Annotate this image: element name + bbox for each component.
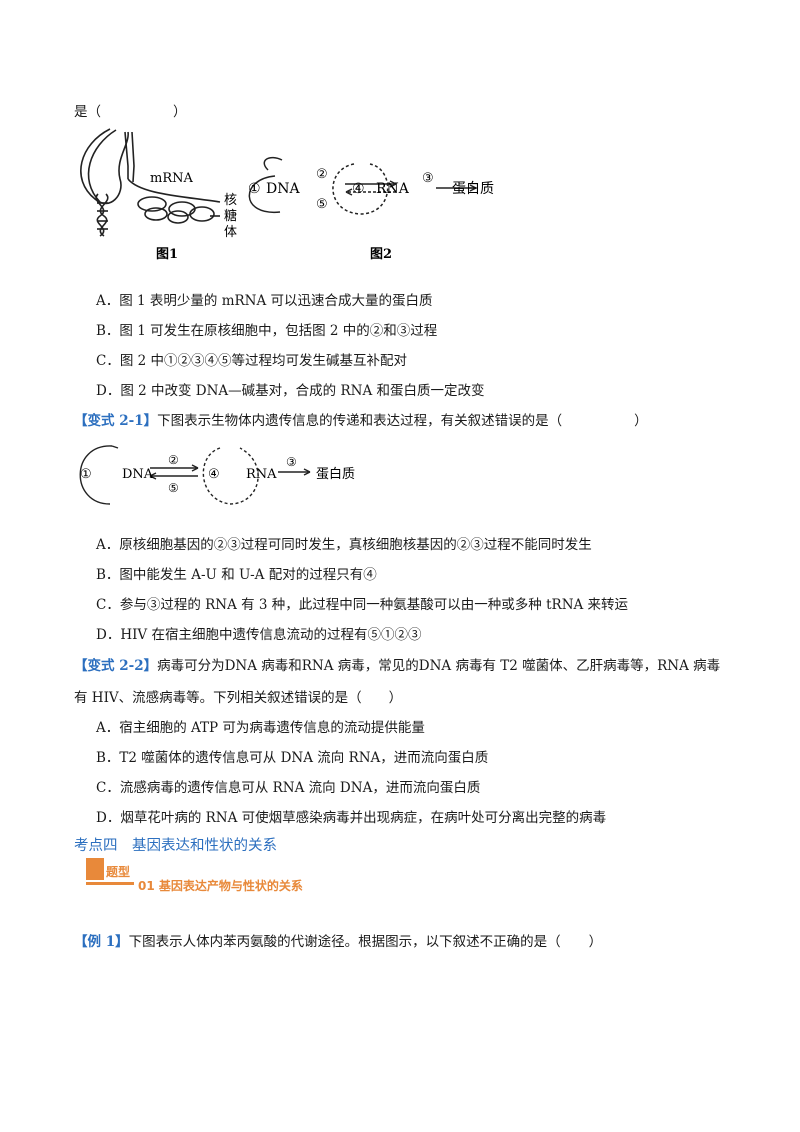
example-1-close: ） — [588, 934, 603, 950]
fig2-node2: ② — [316, 167, 328, 182]
q2-option-a: A．原核细胞基因的②③过程可同时发生，真核细胞核基因的②③过程不能同时发生 — [96, 537, 592, 553]
q1-option-b: B．图 1 可发生在原核细胞中，包括图 2 中的②和③过程 — [96, 323, 438, 339]
ribosome-label-2: 糖 — [224, 208, 237, 224]
fig2-caption: 图2 — [370, 247, 392, 262]
q3-option-a: A．宿主细胞的 ATP 可为病毒遗传信息的流动提供能量 — [96, 720, 425, 736]
q2-option-d: D．HIV 在宿主细胞中遗传信息流动的过程有⑤①②③ — [96, 627, 422, 643]
fig2-dna: DNA — [266, 181, 300, 197]
example-1-stem: 【例 1】下图表示人体内苯丙氨酸的代谢途径。根据图示，以下叙述不正确的是（ ） — [74, 930, 602, 950]
fig2-node3: ③ — [422, 171, 434, 186]
fig-mid-node2: ② — [168, 453, 179, 467]
topic-badge-label: 题型 — [106, 865, 131, 879]
variant-2-2-stem-line1: 【变式 2-2】病毒可分为DNA 病毒和RNA 病毒，常见的DNA 病毒有 T2… — [74, 654, 720, 674]
question-tail-close: ） — [173, 104, 187, 120]
q2-option-b: B．图中能发生 A-U 和 U-A 配对的过程只有④ — [96, 567, 377, 583]
variant-2-1-stem: 【变式 2-1】下图表示生物体内遗传信息的传递和表达过程，有关叙述错误的是（ ） — [74, 409, 648, 429]
section-heading: 考点四 基因表达和性状的关系 — [74, 838, 277, 854]
fig-mid-node4: ④ — [208, 467, 220, 482]
fig2-node1: ① — [248, 181, 261, 197]
ribosome-label-1: 核 — [224, 193, 237, 208]
question-tail: 是（ ） — [74, 100, 187, 120]
fig2-drawing — [248, 156, 477, 215]
topic-badge-underline — [86, 882, 134, 885]
example-1-tag: 【例 1】 — [74, 934, 129, 950]
ribosome-label-3: 体 — [224, 225, 237, 240]
fig1-caption: 图1 — [156, 247, 178, 262]
q1-option-a: A．图 1 表明少量的 mRNA 可以迅速合成大量的蛋白质 — [96, 293, 433, 309]
fig-mid-node1: ① — [80, 467, 92, 482]
q1-option-d: D．图 2 中改变 DNA—碱基对，合成的 RNA 和蛋白质一定改变 — [96, 383, 485, 399]
fig2-node5: ⑤ — [316, 197, 328, 212]
variant-2-1-tag: 【变式 2-1】 — [74, 413, 158, 429]
fig-mid-rna: RNA — [246, 467, 277, 482]
topic-badge-block — [86, 858, 104, 880]
q3-option-b: B．T2 噬菌体的遗传信息可从 DNA 流向 RNA，进而流向蛋白质 — [96, 750, 489, 766]
q3-option-c: C．流感病毒的遗传信息可从 RNA 流向 DNA，进而流向蛋白质 — [96, 780, 481, 796]
figure-top: mRNA 核 糖 体 图1 ① DNA ② ⑤ ④ RNA ③ 蛋白质 图2 — [80, 128, 494, 262]
question-tail-text: 是（ — [74, 104, 101, 120]
variant-2-2-stem-line2: 有 HIV、流感病毒等。下列相关叙述错误的是（ ） — [74, 690, 403, 706]
example-1-text: 下图表示人体内苯丙氨酸的代谢途径。根据图示，以下叙述不正确的是（ — [128, 934, 561, 950]
variant-2-1-text: 下图表示生物体内遗传信息的传递和表达过程，有关叙述错误的是（ — [157, 413, 563, 429]
q3-option-d: D．烟草花叶病的 RNA 可使烟草感染病毒并出现病症，在病叶处可分离出完整的病毒 — [96, 810, 607, 826]
fig2-rna: RNA — [376, 181, 410, 197]
q1-option-c: C．图 2 中①②③④⑤等过程均可发生碱基互补配对 — [96, 353, 408, 369]
fig-mid-drawing — [79, 445, 311, 505]
fig-mid-node5: ⑤ — [168, 481, 179, 495]
mrna-label: mRNA — [150, 171, 193, 186]
fig2-protein: 蛋白质 — [452, 181, 494, 197]
fig-mid-protein: 蛋白质 — [316, 466, 355, 482]
fig1-drawing — [80, 128, 221, 237]
topic-title: 01 基因表达产物与性状的关系 — [138, 879, 303, 893]
figure-mid: ① DNA ② ⑤ ④ RNA ③ 蛋白质 — [79, 445, 355, 505]
fig-mid-dna: DNA — [122, 467, 154, 482]
variant-2-1-close: ） — [634, 413, 648, 429]
fig-mid-node3: ③ — [286, 455, 297, 469]
variant-2-2-tag: 【变式 2-2】 — [74, 658, 158, 674]
fig2-node4: ④ — [352, 181, 365, 197]
q2-option-c: C．参与③过程的 RNA 有 3 种，此过程中同一种氨基酸可以由一种或多种 tR… — [96, 597, 629, 613]
variant-2-2-text-1: 病毒可分为DNA 病毒和RNA 病毒，常见的DNA 病毒有 T2 噬菌体、乙肝病… — [157, 658, 721, 674]
